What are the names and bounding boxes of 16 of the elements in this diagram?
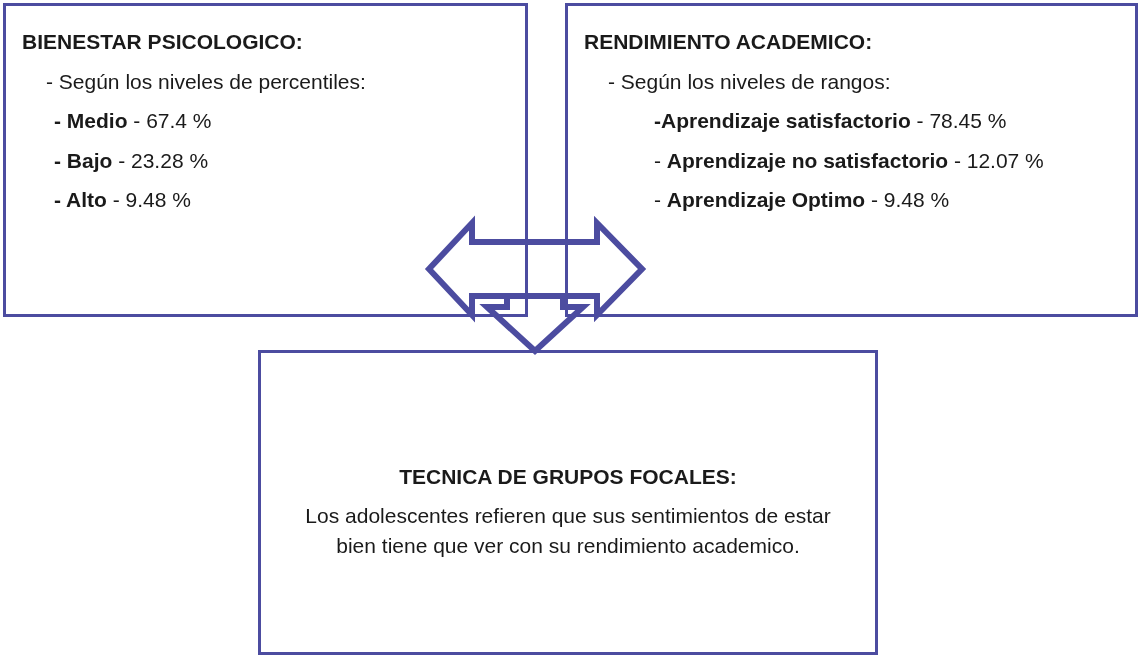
box-text: Los adolescentes refieren que sus sentimientos de estar bien tiene que ver con su rendimiento academico. (304, 502, 832, 559)
box-text: - Aprendizaje Optimo - 9.48 % (653, 187, 951, 213)
block-arrow (424, 215, 647, 323)
box-text: - Bajo - 23.28 % (53, 147, 210, 174)
text-box (258, 350, 878, 655)
box-heading: BIENESTAR PSICOLOGICO: (22, 29, 304, 55)
box-heading: RENDIMIENTO ACADEMICO: (584, 29, 874, 55)
box-text: - Según los niveles de percentiles: (45, 68, 367, 95)
box-text: - Alto - 9.48 % (53, 187, 192, 213)
text-box (565, 3, 1138, 317)
box-text: - Según los niveles de rangos: (607, 68, 892, 95)
box-text: - Medio - 67.4 % (53, 108, 213, 134)
box-heading: TECNICA DE GRUPOS FOCALES: (399, 464, 737, 490)
box-text: -Aprendizaje satisfactorio - 78.45 % (653, 108, 1008, 134)
text-box (3, 3, 528, 317)
box-text: - Aprendizaje no satisfactorio - 12.07 % (653, 147, 1045, 174)
